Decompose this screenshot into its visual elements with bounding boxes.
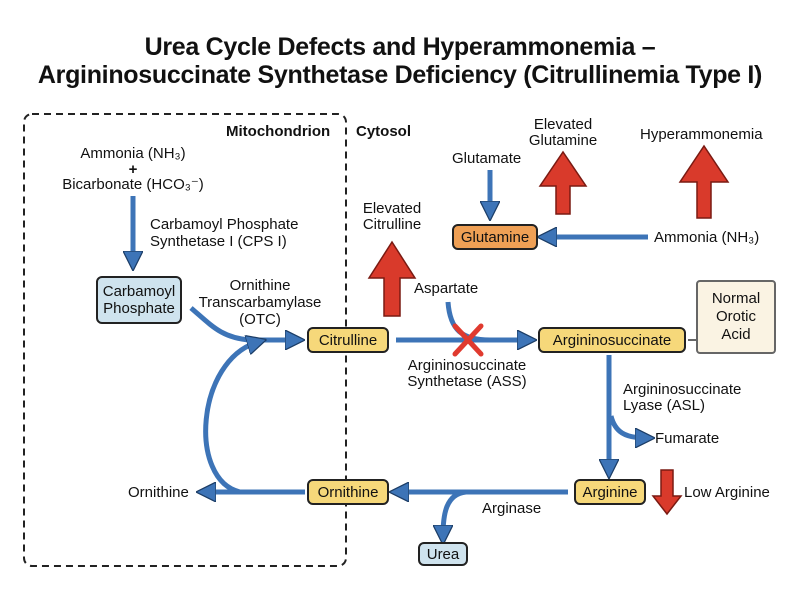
aspartate-label: Aspartate xyxy=(414,280,479,297)
normal-orotic-line-2: Orotic xyxy=(715,308,756,325)
elevated-glutamine-line-2: Glutamine xyxy=(528,132,598,149)
elevated-glutamine-line-1: Elevated xyxy=(533,116,593,133)
citrulline-box: Citrulline xyxy=(307,327,389,353)
red-up-arrow-icon xyxy=(538,150,588,215)
asl-label-line-1: Argininosuccinate xyxy=(623,381,742,398)
hyperammonemia-label: Hyperammonemia xyxy=(640,126,763,143)
ornithine-label: Ornithine xyxy=(128,484,189,501)
cps1-label-line-1: Carbamoyl Phosphate xyxy=(150,216,299,233)
bicarbonate-input-label: Bicarbonate (HCO₃⁻) xyxy=(62,176,204,193)
asl-label-line-2: Lyase (ASL) xyxy=(623,397,705,414)
cps1-label-line-2: Synthetase I (CPS I) xyxy=(150,233,287,250)
otc-label-line-1: Ornithine xyxy=(229,277,291,294)
carbamoyl-phosphate-box: Carbamoyl Phosphate xyxy=(96,276,182,324)
red-down-arrow-icon xyxy=(651,469,683,516)
ammonia-right-label: Ammonia (NH₃) xyxy=(654,229,760,246)
arrow-urea xyxy=(443,489,467,536)
ornithine-box: Ornithine xyxy=(307,479,389,505)
arrow-fumarate xyxy=(608,415,646,438)
mitochondrion-label: Mitochondrion xyxy=(226,123,331,140)
ass-label-line-2: Synthetase (ASS) xyxy=(407,373,527,390)
arginine-box: Arginine xyxy=(574,479,646,505)
red-up-arrow-icon xyxy=(367,240,417,317)
glutamine-box: Glutamine xyxy=(452,224,538,250)
ammonia-input-label: Ammonia (NH₃) xyxy=(80,145,186,162)
argininosuccinate-box: Argininosuccinate xyxy=(538,327,686,353)
normal-orotic-line-3: Acid xyxy=(721,326,751,343)
carbamoyl-phosphate-line-2: Phosphate xyxy=(103,300,175,317)
low-arginine-label: Low Arginine xyxy=(684,484,770,501)
elevated-citrulline-line-2: Citrulline xyxy=(362,216,422,233)
fumarate-label: Fumarate xyxy=(655,430,720,447)
red-x-block-icon xyxy=(452,323,484,357)
elevated-citrulline-line-1: Elevated xyxy=(362,200,422,217)
cytosol-label: Cytosol xyxy=(356,123,412,140)
ass-label-line-1: Argininosuccinate xyxy=(407,357,527,374)
normal-orotic-acid-box: Normal Orotic Acid xyxy=(696,280,776,354)
diagram-title-line-1: Urea Cycle Defects and Hyperammonemia – xyxy=(144,33,656,61)
plus-sign: + xyxy=(128,161,138,178)
arginase-label: Arginase xyxy=(482,500,542,517)
otc-label-line-3: (OTC) xyxy=(239,311,281,328)
normal-orotic-line-1: Normal xyxy=(711,290,761,307)
red-up-arrow-icon xyxy=(678,144,730,219)
diagram-title-line-2: Argininosuccinate Synthetase Deficiency … xyxy=(37,61,763,89)
otc-label-line-2: Transcarbamylase xyxy=(198,294,322,311)
urea-box: Urea xyxy=(418,542,468,566)
carbamoyl-phosphate-line-1: Carbamoyl xyxy=(102,283,176,300)
glutamate-label: Glutamate xyxy=(452,150,522,167)
arrow-aspartate xyxy=(445,301,491,343)
arrow-ornithine-loop xyxy=(203,342,258,495)
